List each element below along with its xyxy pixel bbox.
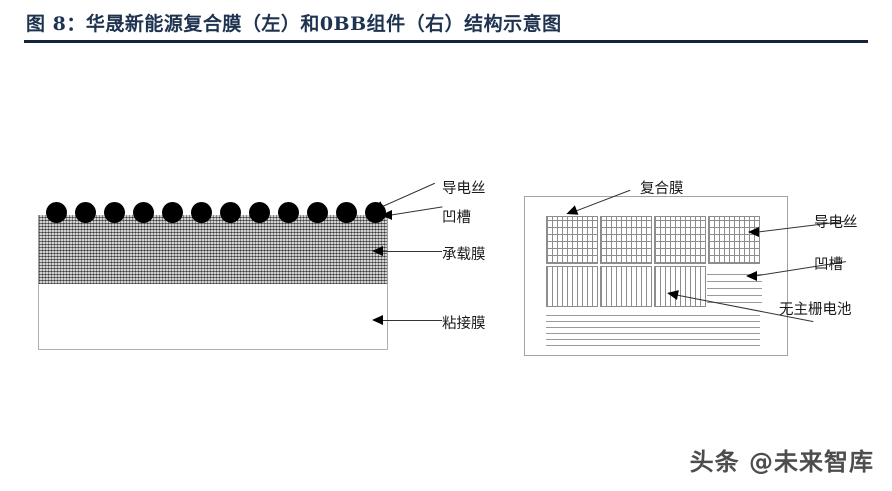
arrowhead-adhesive-film [372,315,383,325]
wire-lines-right [707,274,762,308]
striped-cell [546,266,598,307]
conductive-wire-dot [336,202,357,223]
conductive-wire-dot [191,202,212,223]
wire-line [707,288,762,289]
grid-cell [708,216,760,264]
wire-line [707,295,762,296]
leader-line-groove [388,206,443,216]
obb-module-diagram: 复合膜 导电丝 凹槽 无主栅电池 [524,181,858,358]
wire-line [546,333,760,334]
arrowhead-groove [381,210,392,220]
wire-line [546,315,760,316]
conductive-wire-dot [220,202,241,223]
conductive-wire-dot [133,202,154,223]
leader-line-conductive-wire [378,182,436,209]
page-title: 图 8：华晟新能源复合膜（左）和0BB组件（右）结构示意图 [26,13,562,35]
wire-line [546,339,760,340]
grid-cell [654,216,706,264]
striped-cell [654,266,706,307]
wire-line [707,274,762,275]
conductive-wire-dot [75,202,96,223]
arrowhead-carrier-film [372,246,383,256]
label-groove: 凹槽 [442,210,471,226]
label-busbarless-cell: 无主栅电池 [779,302,852,318]
grid-cell [546,216,598,264]
striped-cell [600,266,652,307]
conductive-wire-dot [104,202,125,223]
conductive-wire-dot [365,202,386,223]
composite-film-diagram: 导电丝 凹槽 承载膜 粘接膜 [38,168,486,363]
wire-lines-bottom [546,315,760,346]
leader-line-carrier-film [382,251,442,252]
label-conductive-wire: 导电丝 [442,181,486,197]
wire-line [546,327,760,328]
conductive-wire-dot [46,202,67,223]
label-composite-film: 复合膜 [640,181,684,197]
arrowhead-busbarless-cell [666,288,679,300]
leader-line-adhesive-film [382,320,442,321]
label-carrier-film: 承载膜 [442,247,486,263]
conductive-wire-row [38,202,388,230]
label-right-groove: 凹槽 [814,257,843,273]
arrowhead-right-conductive-wire [748,227,759,237]
conductive-wire-dot [307,202,328,223]
wire-line [546,345,760,346]
label-adhesive-film: 粘接膜 [442,316,486,332]
wire-line [546,321,760,322]
conductive-wire-dot [162,202,183,223]
wire-line [707,302,762,303]
carrier-film-layer [38,215,388,284]
conductive-wire-dot [249,202,270,223]
arrowhead-right-groove [746,271,757,281]
conductive-wire-dot [278,202,299,223]
grid-cell [600,216,652,264]
label-right-conductive-wire: 导电丝 [814,215,858,231]
wire-line [707,281,762,282]
figure-header: 图 8：华晟新能源复合膜（左）和0BB组件（右）结构示意图 [0,0,892,48]
header-divider [24,40,868,43]
watermark: 头条 @未来智库 [689,448,874,476]
